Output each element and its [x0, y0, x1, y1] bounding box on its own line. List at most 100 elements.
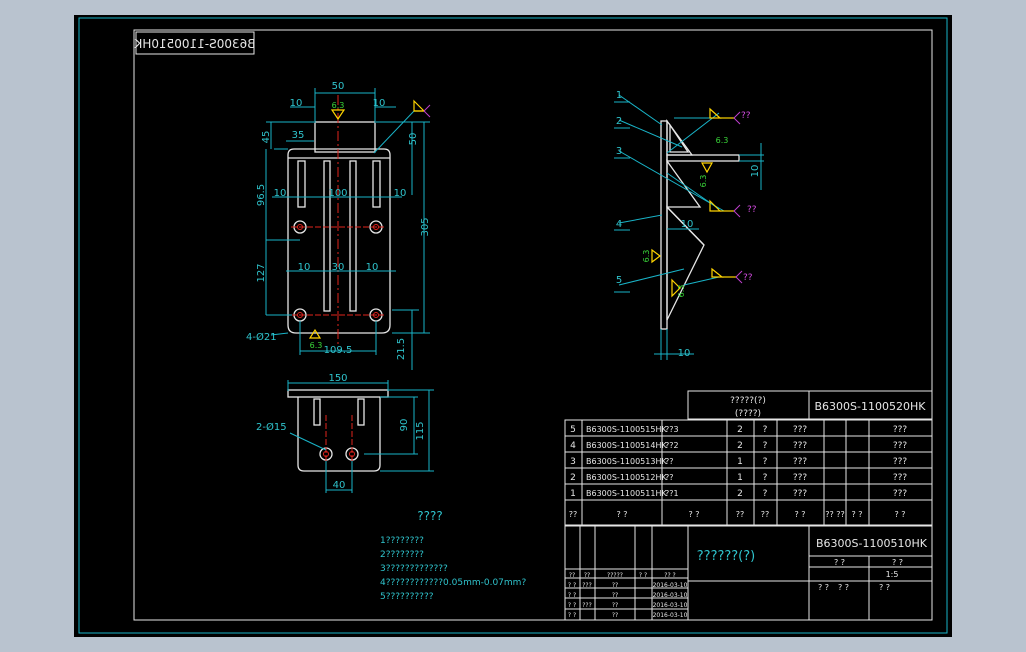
title-block-sign-cell: ??? [582, 582, 592, 589]
parts-header-cell: ?? [761, 510, 770, 519]
parts-row-weight: ??? [793, 489, 808, 499]
note-line-3: 3????????????? [380, 564, 448, 574]
dim-127: 127 [256, 263, 267, 282]
cad-drawing: B6300S-1100510HK [78, 17, 948, 634]
dim-305: 305 [420, 217, 431, 236]
parts-row-code: B6300S-1100515HK [586, 425, 667, 434]
weld-label-top: 6.3 [332, 101, 345, 110]
side-dim-10-a: 10 [681, 219, 694, 230]
parts-header-cell: ? ? [894, 510, 905, 519]
parts-row-qty: 2 [737, 425, 743, 435]
parts-row-qty: 2 [737, 441, 743, 451]
dim-10-d: 10 [366, 262, 379, 273]
parts-row-remark: ??? [893, 473, 908, 483]
parts-row-remark: ??? [893, 441, 908, 451]
dim-150: 150 [328, 373, 347, 384]
dim-90: 90 [399, 419, 410, 432]
title-block-sign-cell: ?? [569, 572, 575, 579]
note-line-5: 5?????????? [380, 592, 434, 602]
title-block-sign-cell: ?? [612, 592, 618, 599]
title-block-sign-cell: ? ? [568, 592, 576, 599]
weld-symbols-front [308, 99, 431, 339]
parts-row-weight: ??? [793, 425, 808, 435]
outer-frame [78, 17, 948, 634]
parts-row-material: ? [763, 425, 768, 435]
parts-row-qty: 1 [737, 457, 743, 467]
parts-list-grid [564, 390, 933, 526]
tb-small-1: ? ? [834, 558, 845, 567]
side-mark-1: ?? [741, 111, 751, 121]
parts-row-remark: ??? [893, 457, 908, 467]
balloon-4: 4 [616, 219, 622, 230]
parts-row-weight: ??? [793, 457, 808, 467]
dim-21-5: 21.5 [396, 338, 407, 360]
tb-small-5: ? ? [879, 583, 890, 592]
title-block-sign-cell: ?? ? [664, 572, 675, 579]
mirrored-title-box [135, 31, 255, 55]
dim-40: 40 [333, 480, 346, 491]
parts-row-name: ?? [665, 457, 674, 466]
bottom-holes-label: 2-Ø15 [256, 421, 287, 433]
tb-small-2: ? ? [892, 558, 903, 567]
parts-header-cell: ? ? [851, 510, 862, 519]
parts-row-weight: ??? [793, 441, 808, 451]
title-block-sign-rows: ?????????? ??? ?? ??????2016-03-10? ???2… [568, 572, 688, 619]
title-block-sign-cell: ?? [612, 612, 618, 619]
weld-symbols-side [651, 107, 743, 298]
parts-row-no: 1 [570, 489, 576, 499]
parts-row-name: ??1 [665, 489, 679, 498]
parts-row-remark: ??? [893, 425, 908, 435]
mirrored-title: B6300S-1100510HK [133, 37, 255, 51]
weld-label-bottom: 6.3 [310, 341, 323, 350]
title-block-sign-cell: 2016-03-10 [653, 602, 688, 609]
side-mark-2: ?? [747, 205, 757, 215]
dim-96-5: 96.5 [256, 184, 267, 206]
note-line-1: 1???????? [380, 536, 424, 546]
dim-100: 100 [328, 188, 347, 199]
note-line-2: 2???????? [380, 550, 424, 560]
parts-header-name: ?????(?) [730, 396, 766, 406]
dim-45: 45 [261, 131, 272, 144]
dim-10-a: 10 [274, 188, 287, 199]
front-view [287, 95, 391, 345]
side-view [660, 119, 740, 330]
parts-header-cell: ?? [736, 510, 745, 519]
parts-header-row: ??? ?? ?????? ??? ??? ?? ? [569, 510, 906, 519]
title-block-sign-cell: ? ? [568, 602, 576, 609]
note-line-4: 4????????????0.05mm-0.07mm? [380, 578, 526, 588]
title-block-sign-cell: 2016-03-10 [653, 612, 688, 619]
dim-30: 30 [332, 262, 345, 273]
drawing-canvas: B6300S-1100510HK [74, 15, 952, 637]
dim-10-left: 10 [290, 98, 303, 109]
title-block-sign-cell: ?? [584, 572, 590, 579]
parts-row-code: B6300S-1100514HK [586, 441, 667, 450]
title-block-name: ??????(?) [697, 549, 755, 564]
parts-row-qty: 2 [737, 489, 743, 499]
bottom-view [287, 389, 389, 472]
parts-header-code: B6300S-1100520HK [815, 400, 927, 413]
balloon-3: 3 [616, 146, 622, 157]
parts-row-material: ? [763, 457, 768, 467]
parts-header-cell: ? ? [688, 510, 699, 519]
dim-50: 50 [332, 81, 345, 92]
parts-row-material: ? [763, 489, 768, 499]
parts-header-cell: ? ? [616, 510, 627, 519]
dim-35: 35 [292, 130, 305, 141]
parts-row-material: ? [763, 473, 768, 483]
tb-small-3: ? ? [818, 583, 829, 592]
dim-109-5: 109.5 [324, 345, 353, 356]
side-weld-label-3: 6.3 [642, 250, 651, 263]
title-block-sign-cell: ?? [612, 582, 618, 589]
parts-row-no: 3 [570, 457, 576, 467]
bottom-view-dimensions [287, 380, 434, 493]
dim-10-c: 10 [298, 262, 311, 273]
parts-row-no: 5 [570, 425, 576, 435]
side-dim-10-b: 10 [750, 165, 761, 178]
parts-row-no: 4 [570, 441, 576, 451]
title-block-grid [564, 525, 933, 621]
dim-10-right: 10 [373, 98, 386, 109]
title-block-sign-cell: ??? [582, 602, 592, 609]
parts-row-code: B6300S-1100512HK [586, 473, 667, 482]
parts-row-name: ?? [665, 473, 674, 482]
parts-row-name: ??3 [665, 425, 679, 434]
